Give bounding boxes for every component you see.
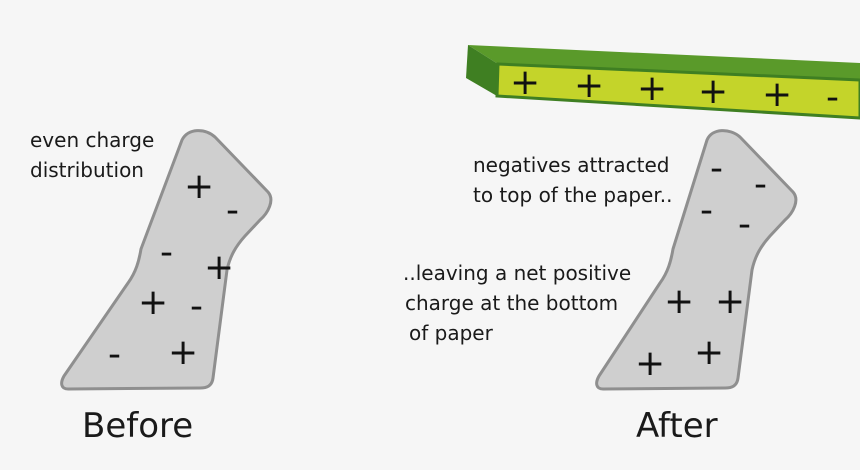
before-panel: even charge distribution + - - + + - - +…: [30, 128, 273, 446]
before-annotation: even charge distribution: [30, 128, 161, 182]
before-charge-2: -: [226, 190, 239, 231]
before-charge-5: +: [138, 282, 168, 323]
before-charge-3: -: [160, 232, 173, 273]
after-charge-5: +: [664, 281, 694, 322]
after-annotation-top: negatives attracted to top of the paper.…: [473, 153, 676, 207]
after-annotation-top-line-1: negatives attracted: [473, 153, 670, 177]
before-charge-7: -: [108, 334, 121, 375]
charged-rod: + + + + + -: [466, 45, 860, 120]
rod-charge-3: +: [637, 68, 667, 109]
after-charge-3: -: [700, 190, 713, 231]
after-annotation-top-line-2: to top of the paper..: [473, 183, 672, 207]
before-charge-6: -: [190, 286, 203, 327]
before-charge-1: +: [184, 166, 214, 207]
after-charge-8: +: [694, 332, 724, 373]
before-annotation-line-2: distribution: [30, 158, 144, 182]
rod-charge-2: +: [574, 65, 604, 106]
after-charge-4: -: [738, 204, 751, 245]
after-charge-7: +: [635, 343, 665, 384]
after-annotation-bottom-line-3: of paper: [409, 321, 494, 345]
rod-end-face: [466, 45, 498, 96]
after-annotation-bottom-line-1: ..leaving a net positive: [403, 261, 631, 285]
before-charge-4: +: [204, 247, 234, 288]
before-charge-8: +: [168, 332, 198, 373]
before-caption: Before: [82, 406, 193, 446]
after-charge-1: -: [710, 148, 723, 189]
rod-charge-6: -: [826, 77, 839, 118]
rod-charge-1: +: [510, 62, 540, 103]
paper-after: [595, 129, 798, 391]
rod-front-face: [495, 62, 860, 120]
after-panel: + + + + + - negatives attracted to top o…: [403, 45, 860, 446]
rod-charge-5: +: [762, 74, 792, 115]
before-annotation-line-1: even charge: [30, 128, 154, 152]
paper-before: [60, 129, 273, 391]
after-annotation-bottom-line-2: charge at the bottom: [405, 291, 618, 315]
after-charge-2: -: [754, 164, 767, 205]
rod-top-face: [468, 45, 860, 80]
after-charge-6: +: [715, 281, 745, 322]
rod-charge-4: +: [698, 71, 728, 112]
after-caption: After: [636, 406, 718, 446]
after-annotation-bottom: ..leaving a net positive charge at the b…: [403, 261, 638, 345]
